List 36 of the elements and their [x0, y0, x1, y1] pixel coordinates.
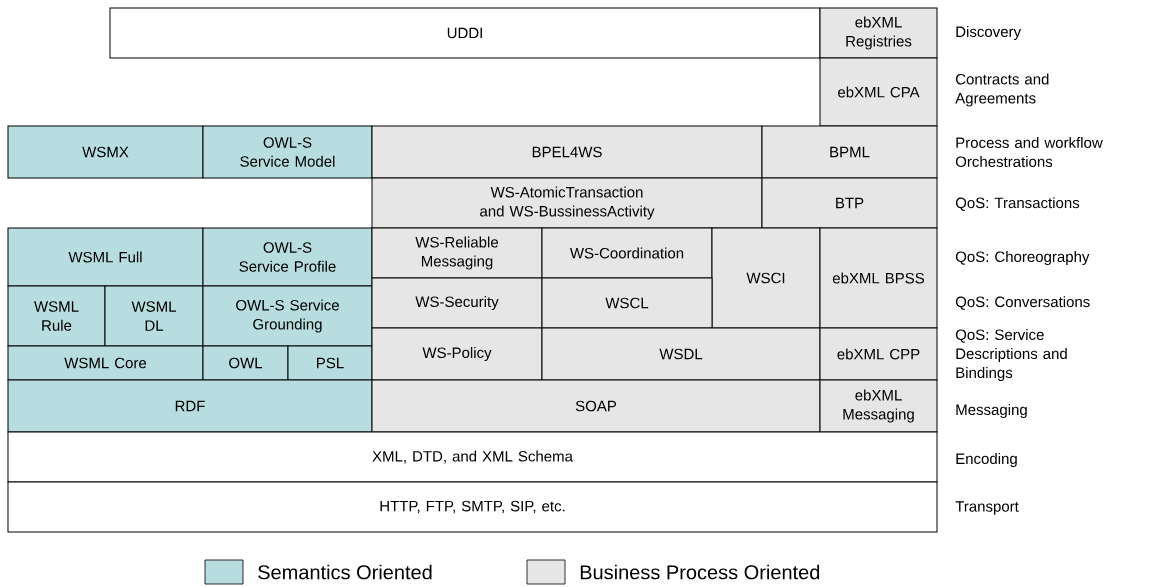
layer-box: HTTP, FTP, SMTP, SIP, etc. — [7, 481, 938, 533]
layer-box: WSML DL — [104, 285, 204, 347]
legend-label: Business Process Oriented — [580, 564, 820, 580]
layer-box: ebXML Messaging — [819, 379, 938, 433]
layer-box: ebXML CPP — [819, 327, 938, 381]
layer-label: QoS: Conversations — [955, 296, 1090, 310]
layer-box: PSL — [287, 345, 373, 381]
layer-box: WS-Reliable Messaging — [371, 227, 543, 279]
layer-box: OWL-S Service Model — [202, 125, 373, 179]
layer-box: BTP — [761, 177, 938, 229]
legend-label: Semantics Oriented — [258, 564, 432, 580]
layer-label: QoS: Service Descriptions and Bindings — [955, 329, 1067, 381]
layer-box: ebXML BPSS — [819, 227, 938, 329]
layer-label: Transport — [955, 501, 1019, 515]
layer-box: WSML Rule — [7, 285, 106, 347]
layer-box: OWL — [202, 345, 289, 381]
layer-box: WSMX — [7, 125, 204, 179]
layer-label: Process and workflow Orchestrations — [955, 137, 1103, 167]
layer-box: WSCL — [541, 277, 713, 329]
layer-box: ebXML CPA — [819, 57, 938, 127]
layer-label: Contracts and Agreements — [955, 73, 1049, 107]
layer-label: Discovery — [956, 26, 1021, 40]
layer-box: WSCI — [711, 227, 821, 329]
layer-box: BPML — [761, 125, 938, 179]
layer-label: Encoding — [956, 453, 1017, 467]
layer-box: WS-Security — [371, 277, 543, 329]
layer-box: UDDI — [109, 7, 821, 59]
layer-label: QoS: Choreography — [955, 251, 1090, 265]
layer-box: WS-Coordination — [541, 227, 713, 279]
layer-box: XML, DTD, and XML Schema — [7, 431, 938, 483]
layer-box: ebXML Registries — [819, 7, 938, 59]
layer-box: WSML Full — [7, 227, 204, 287]
layer-label: QoS: Transactions — [955, 197, 1080, 211]
layer-label: Messaging — [956, 404, 1027, 418]
layer-box: WS-Policy — [371, 327, 543, 381]
layer-box: OWL-S Service Profile — [202, 227, 373, 287]
